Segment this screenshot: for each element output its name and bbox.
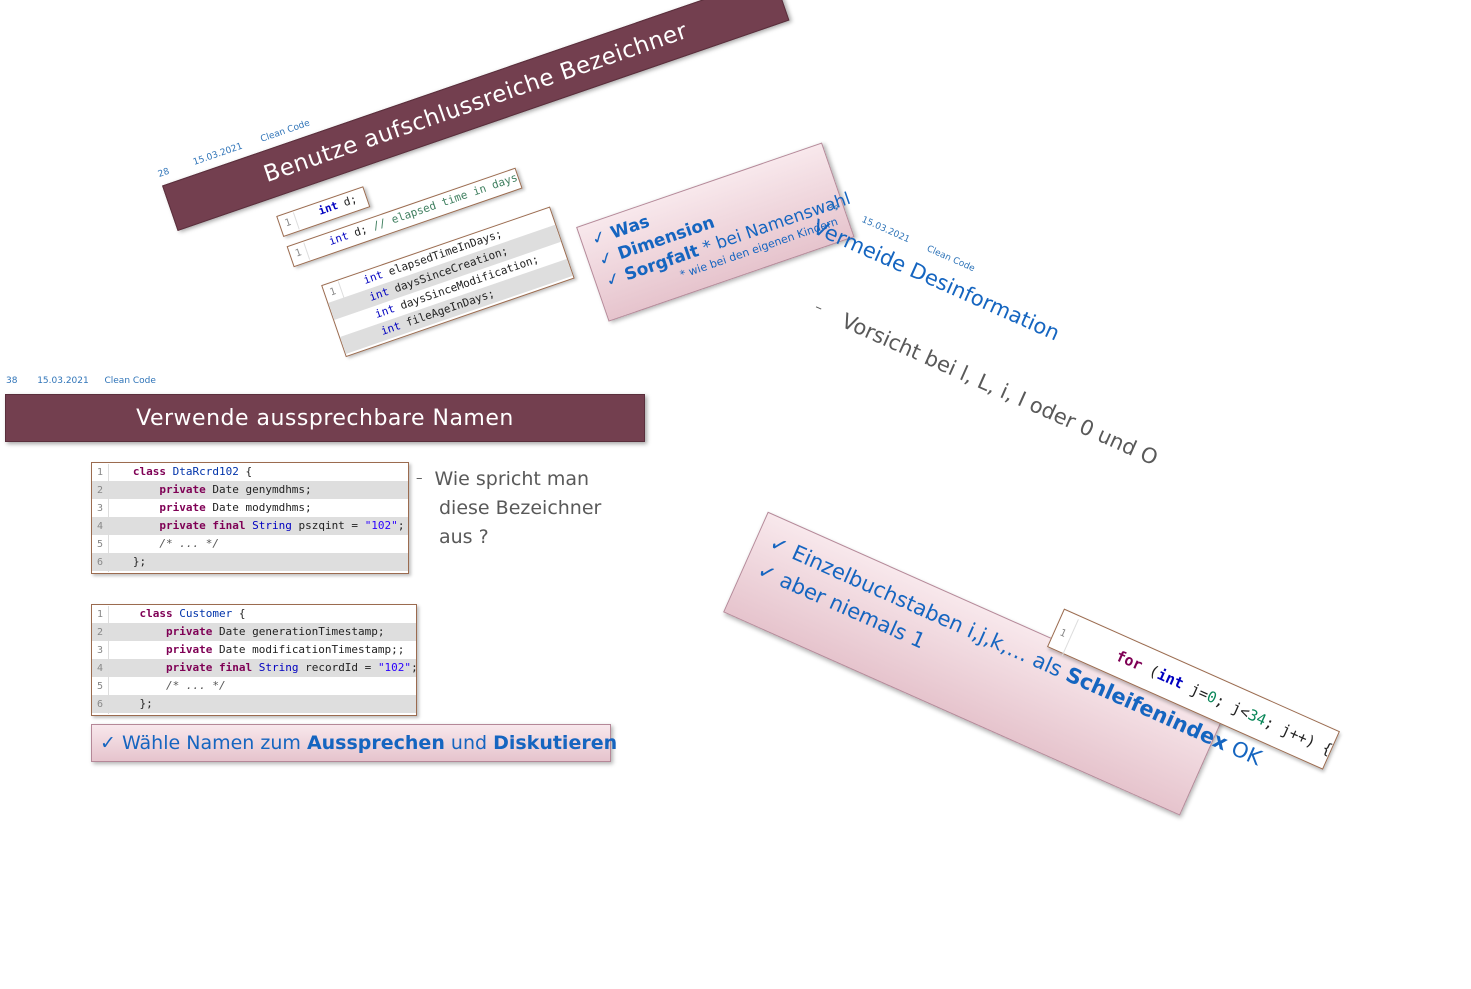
pronounce-names-box: ✓ Wähle Namen zum Aussprechen und Diskut… (91, 724, 617, 762)
code-line: 6 }; (92, 695, 416, 714)
slide-38: 38 15.03.2021 Clean Code Verwende ausspr… (0, 370, 660, 770)
check-icon: ✓ (100, 732, 116, 754)
code-line: 2 private Date generationTimestamp; (92, 623, 416, 642)
code-line: 1 class DtaRcrd102 { (92, 463, 408, 482)
check-icon: ✓ (766, 530, 792, 560)
code-line: 4 private final String pszqint = "102"; (92, 517, 408, 536)
check-icon: ✓ (753, 557, 780, 588)
course-name: Clean Code (104, 376, 156, 386)
code-block-good-names: 1 class Customer { 2 private Date genera… (91, 604, 418, 716)
code-line: 2 private Date genymdhms; (92, 481, 408, 500)
slide-date: 15.03.2021 (37, 376, 89, 386)
code-line: 5 /* ... */ (92, 677, 416, 696)
code-line: 1 class Customer { (92, 605, 416, 624)
code-line: 3 private Date modymdhms; (92, 499, 408, 518)
code-line: 4 private final String recordId = "102"; (92, 659, 418, 678)
page-number: 28 (156, 166, 171, 180)
code-block-bad-names: 1 class DtaRcrd102 { 2 private Date geny… (91, 462, 409, 574)
check-icon: ✓ (603, 268, 624, 292)
code-line: 3 private Date modificationTimestamp;; (92, 641, 416, 660)
slide-38-meta: 38 15.03.2021 Clean Code (6, 376, 156, 386)
slide-38-title: Verwende aussprechbare Namen (5, 394, 645, 442)
slide-38-bullet: –Wie spricht man diese Bezeichner aus ? (416, 468, 602, 548)
code-line: 6 }; (92, 553, 408, 572)
page-number: 38 (6, 376, 18, 386)
slide-34-bullet: – Vorsicht bei l, L, i, I oder 0 und O (812, 298, 1162, 471)
code-line: 5 /* ... */ (92, 535, 408, 554)
